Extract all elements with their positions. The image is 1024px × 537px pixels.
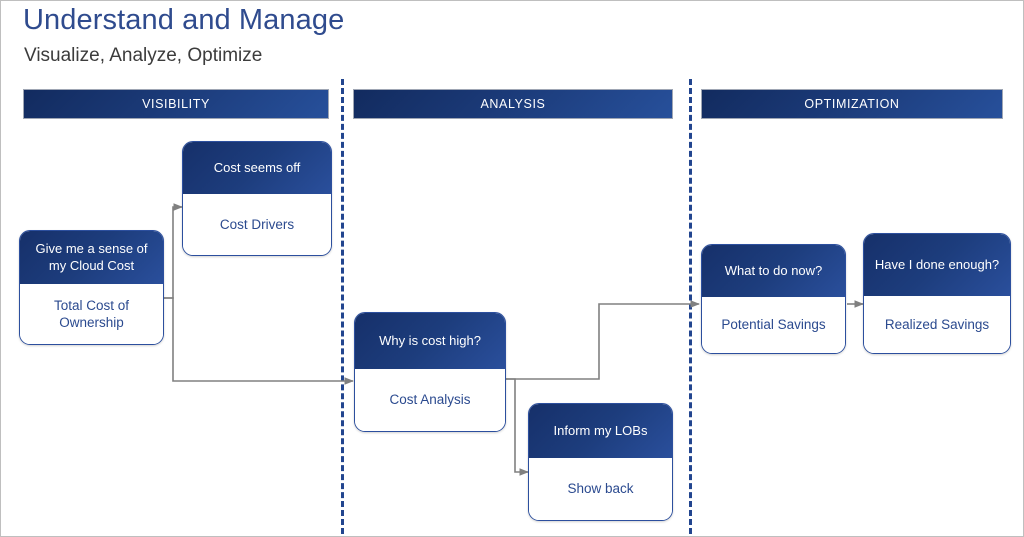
card-show-back[interactable]: Inform my LOBs Show back <box>528 403 673 521</box>
card-question-cost-analysis: Why is cost high? <box>355 313 505 369</box>
card-question-potential-savings: What to do now? <box>702 245 845 297</box>
card-capability-cost-analysis: Cost Analysis <box>355 369 505 431</box>
phase-bar-optimization[interactable]: OPTIMIZATION <box>701 89 1003 119</box>
card-potential-savings[interactable]: What to do now? Potential Savings <box>701 244 846 354</box>
flow-tco-to-cost-drivers <box>163 203 183 299</box>
card-capability-cost-drivers: Cost Drivers <box>183 194 331 255</box>
phase-label-analysis: ANALYSIS <box>480 97 546 111</box>
card-question-show-back: Inform my LOBs <box>529 404 672 458</box>
phase-bar-visibility[interactable]: VISIBILITY <box>23 89 329 119</box>
phase-divider-analysis-optimization <box>689 79 692 534</box>
card-realized-savings[interactable]: Have I done enough? Realized Savings <box>863 233 1011 354</box>
card-cost-drivers[interactable]: Cost seems off Cost Drivers <box>182 141 332 256</box>
phase-label-optimization: OPTIMIZATION <box>804 97 900 111</box>
phase-bar-analysis[interactable]: ANALYSIS <box>353 89 673 119</box>
card-cost-analysis[interactable]: Why is cost high? Cost Analysis <box>354 312 506 432</box>
card-question-realized-savings: Have I done enough? <box>864 234 1010 296</box>
flow-tco-to-cost-analysis <box>163 297 354 385</box>
card-capability-total-cost-of-ownership: Total Cost of Ownership <box>20 284 163 344</box>
card-capability-potential-savings: Potential Savings <box>702 297 845 353</box>
card-question-total-cost-of-ownership: Give me a sense of my Cloud Cost <box>20 231 163 284</box>
phase-label-visibility: VISIBILITY <box>142 97 210 111</box>
card-total-cost-of-ownership[interactable]: Give me a sense of my Cloud Cost Total C… <box>19 230 164 345</box>
card-capability-show-back: Show back <box>529 458 672 520</box>
flow-cost-analysis-to-show-back <box>506 378 529 476</box>
page-title: Understand and Manage <box>23 4 345 36</box>
card-question-cost-drivers: Cost seems off <box>183 142 331 194</box>
flow-cost-analysis-to-potential-savings <box>498 300 700 380</box>
page-subtitle: Visualize, Analyze, Optimize <box>24 45 263 66</box>
card-capability-realized-savings: Realized Savings <box>864 296 1010 353</box>
phase-divider-visibility-analysis <box>341 79 344 534</box>
